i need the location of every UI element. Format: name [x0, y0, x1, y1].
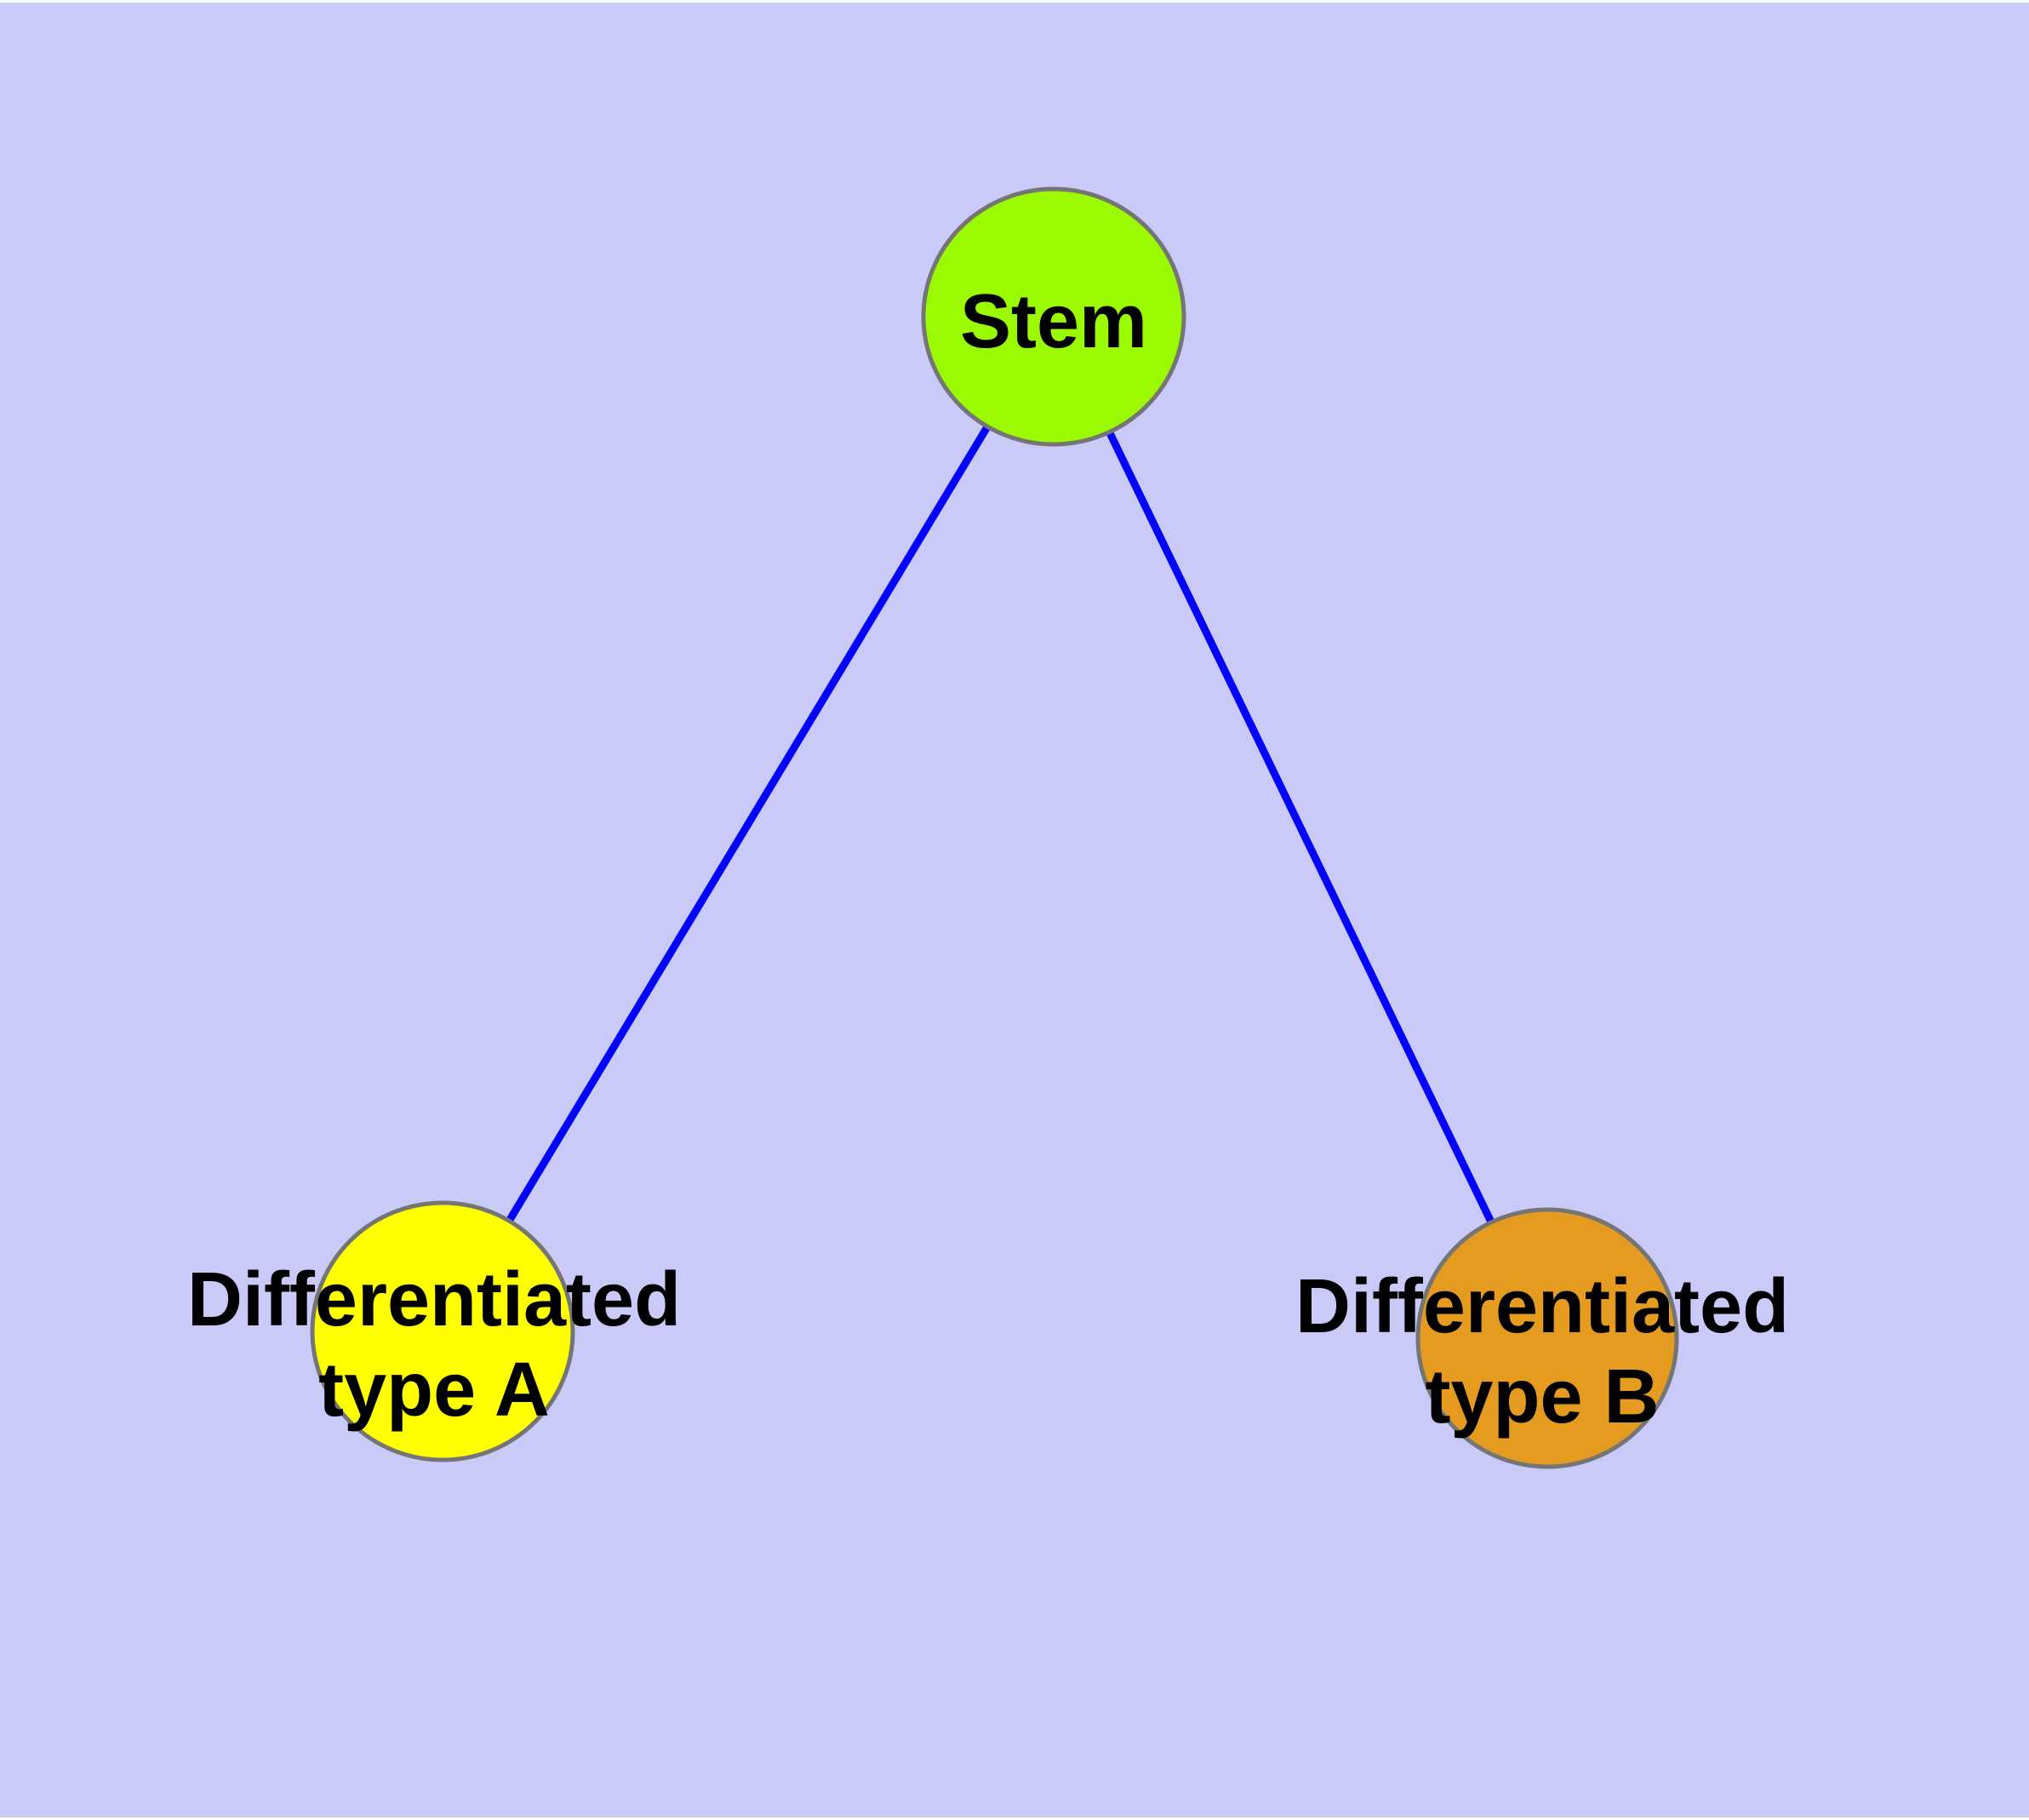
edge-stem-to-type-a — [439, 314, 1057, 1334]
edge-stem-to-type-b — [1049, 315, 1552, 1340]
node-stem — [921, 186, 1186, 447]
node-type-b-circle — [1415, 1207, 1679, 1469]
node-differentiated-type-b — [1415, 1207, 1679, 1469]
node-differentiated-type-a — [310, 1200, 575, 1462]
node-stem-circle — [921, 186, 1186, 447]
node-type-a-circle — [310, 1200, 575, 1462]
